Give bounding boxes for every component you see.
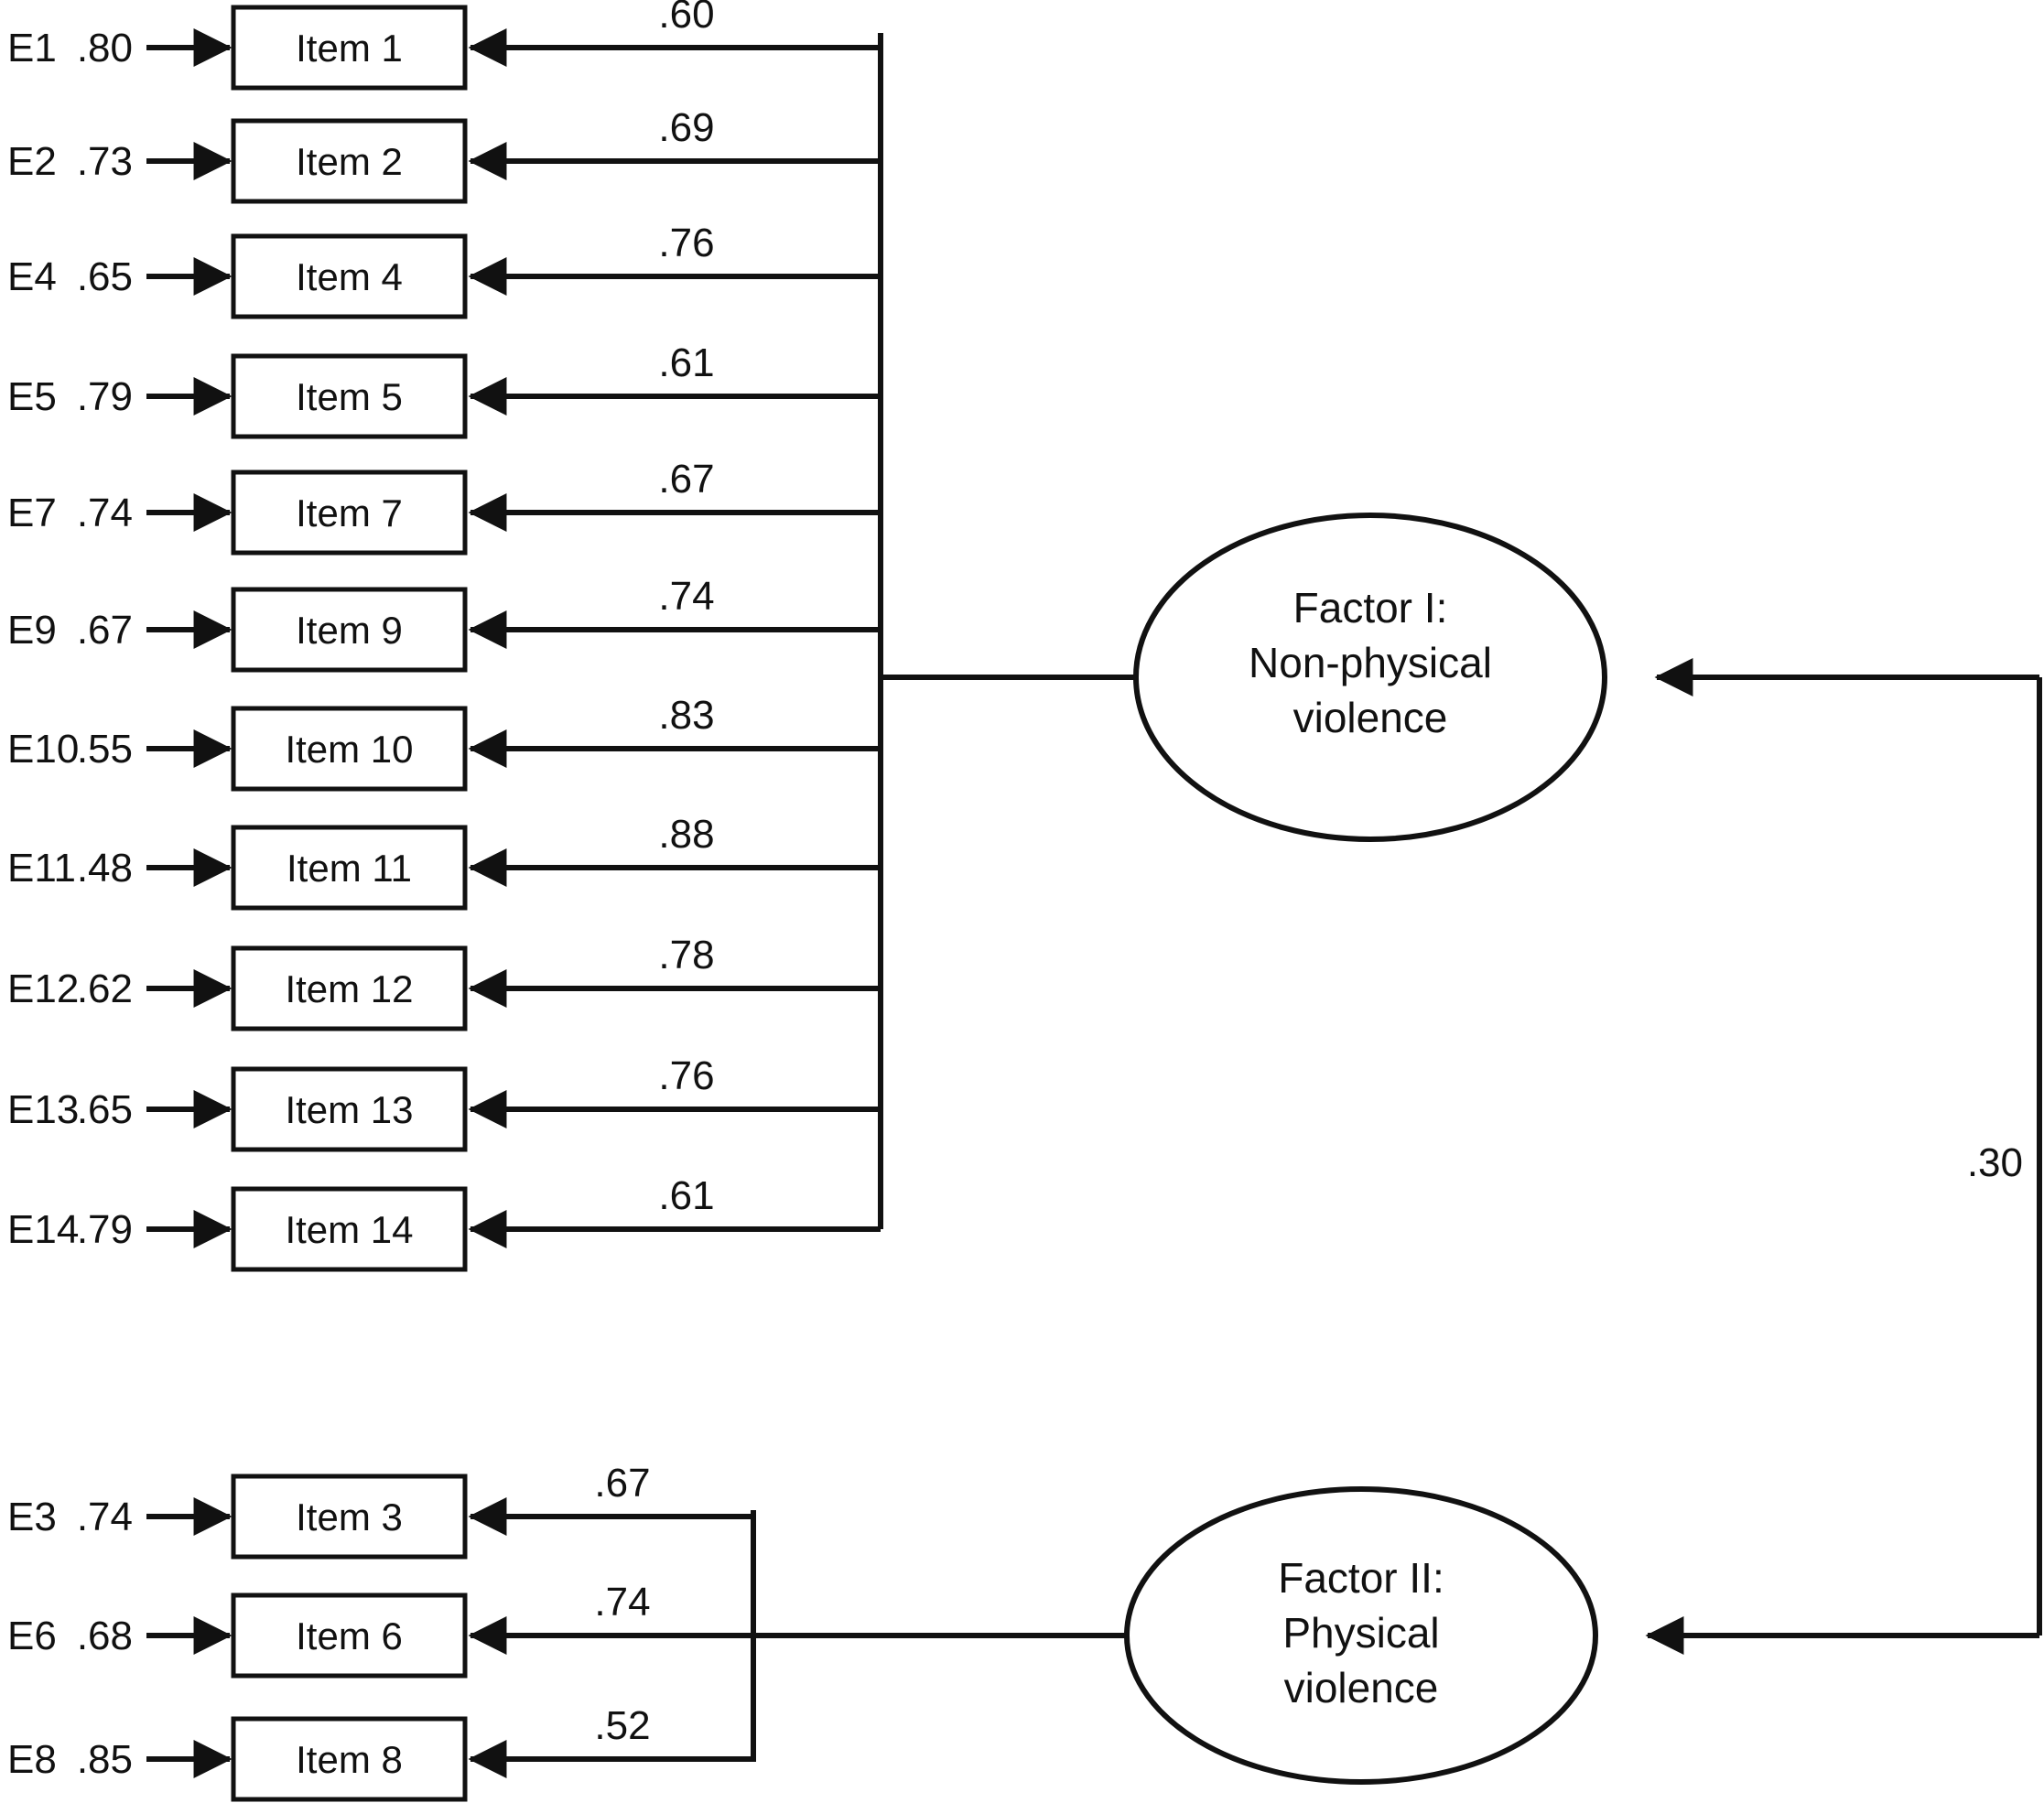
f1-error-coef-4: .74: [77, 491, 133, 535]
f1-item-label-6: Item 10: [285, 728, 413, 771]
f2-error-coef-2: .85: [77, 1737, 133, 1782]
f2-error-label-1: E6: [7, 1614, 57, 1658]
f1-error-label-10: E14: [7, 1207, 79, 1252]
f1-loading-coef-3: .61: [658, 340, 714, 385]
f1-error-coef-2: .65: [77, 254, 133, 299]
factor-2-label-line3: violence: [1284, 1664, 1439, 1711]
f1-item-label-4: Item 7: [296, 491, 403, 534]
factor-2-label-line2: Physical: [1282, 1609, 1439, 1657]
f1-item-label-2: Item 4: [296, 255, 403, 298]
f2-error-label-0: E3: [7, 1495, 57, 1539]
f1-item-box-4[interactable]: [231, 470, 468, 556]
f1-error-label-0: E1: [7, 26, 57, 70]
f2-item-box-2[interactable]: [231, 1716, 468, 1802]
f2-item-label-2: Item 8: [296, 1738, 403, 1781]
f2-error-coef-1: .68: [77, 1614, 133, 1658]
f1-error-label-5: E9: [7, 608, 57, 653]
f1-item-label-7: Item 11: [287, 847, 412, 890]
f1-item-box-0[interactable]: [231, 5, 468, 91]
f1-loading-coef-5: .74: [658, 574, 714, 619]
f1-loading-coef-1: .69: [658, 105, 714, 150]
f1-loading-coef-4: .67: [658, 457, 714, 502]
f1-item-label-1: Item 2: [296, 140, 403, 183]
f1-error-coef-0: .80: [77, 26, 133, 70]
f1-error-coef-3: .79: [77, 374, 133, 419]
f1-item-label-9: Item 13: [285, 1088, 413, 1131]
f1-error-label-1: E2: [7, 139, 57, 184]
f1-error-coef-5: .67: [77, 608, 133, 653]
f1-loading-coef-7: .88: [658, 812, 714, 857]
f1-error-label-6: E10: [7, 727, 79, 772]
f1-error-label-8: E12: [7, 966, 79, 1011]
f2-item-box-0[interactable]: [231, 1474, 468, 1560]
f1-loading-coef-6: .83: [658, 693, 714, 738]
f1-item-box-2[interactable]: [231, 233, 468, 319]
f1-item-box-7[interactable]: [231, 825, 468, 911]
f1-item-box-3[interactable]: [231, 353, 468, 439]
f1-error-coef-6: .55: [77, 727, 133, 772]
f2-error-coef-0: .74: [77, 1495, 133, 1539]
f1-error-label-4: E7: [7, 491, 57, 535]
f1-error-coef-10: .79: [77, 1207, 133, 1252]
f1-error-label-2: E4: [7, 254, 57, 299]
f1-item-box-8[interactable]: [231, 945, 468, 1031]
f1-item-box-1[interactable]: [231, 118, 468, 204]
f2-loading-coef-1: .74: [594, 1580, 650, 1625]
f1-item-box-10[interactable]: [231, 1186, 468, 1272]
f2-loading-coef-2: .52: [594, 1703, 650, 1748]
factor1-bus: [878, 33, 1138, 1229]
f1-error-coef-9: .65: [77, 1087, 133, 1132]
f1-item-label-8: Item 12: [285, 967, 413, 1010]
f1-error-coef-7: .48: [77, 846, 133, 891]
factor-2-ellipse[interactable]: [1124, 1486, 1598, 1785]
f2-item-box-1[interactable]: [231, 1592, 468, 1679]
f1-loading-coef-8: .78: [658, 933, 714, 977]
f2-loading-coef-0: .67: [594, 1461, 650, 1506]
factor-correlation-label: .30: [1967, 1140, 2023, 1185]
factor-1-label-line2: Non-physical: [1249, 639, 1492, 686]
f1-item-label-3: Item 5: [296, 375, 403, 418]
f1-error-label-3: E5: [7, 374, 57, 419]
f1-error-label-7: E11: [7, 846, 76, 891]
f1-error-label-9: E13: [7, 1087, 79, 1132]
factor-correlation-path: .30: [1645, 658, 2042, 1655]
factor-2-label-line1: Factor II:: [1278, 1554, 1444, 1602]
f2-item-label-0: Item 3: [296, 1495, 403, 1538]
f2-error-label-2: E8: [7, 1737, 57, 1782]
f1-error-coef-8: .62: [77, 966, 133, 1011]
factor-2-node[interactable]: Factor II: Physical violence: [1124, 1486, 1598, 1785]
f1-loading-coef-0: .60: [658, 0, 714, 37]
factor2-bus: [751, 1510, 1128, 1762]
f1-item-label-5: Item 9: [296, 609, 403, 652]
f1-item-label-0: Item 1: [296, 27, 403, 70]
f1-item-label-10: Item 14: [285, 1208, 413, 1251]
factor-1-label-line3: violence: [1293, 694, 1448, 741]
factor-1-node[interactable]: Factor I: Non-physical violence: [1133, 513, 1607, 842]
f1-error-coef-1: .73: [77, 139, 133, 184]
f1-loading-coef-2: .76: [658, 221, 714, 265]
f1-loading-coef-10: .61: [658, 1173, 714, 1218]
f1-item-box-6[interactable]: [231, 706, 468, 792]
f1-loading-coef-9: .76: [658, 1053, 714, 1098]
f1-item-box-5[interactable]: [231, 587, 468, 673]
factor-1-ellipse[interactable]: [1133, 513, 1607, 842]
f1-item-box-9[interactable]: [231, 1066, 468, 1152]
f2-item-label-1: Item 6: [296, 1614, 403, 1657]
factor-1-label-line1: Factor I:: [1293, 584, 1448, 632]
